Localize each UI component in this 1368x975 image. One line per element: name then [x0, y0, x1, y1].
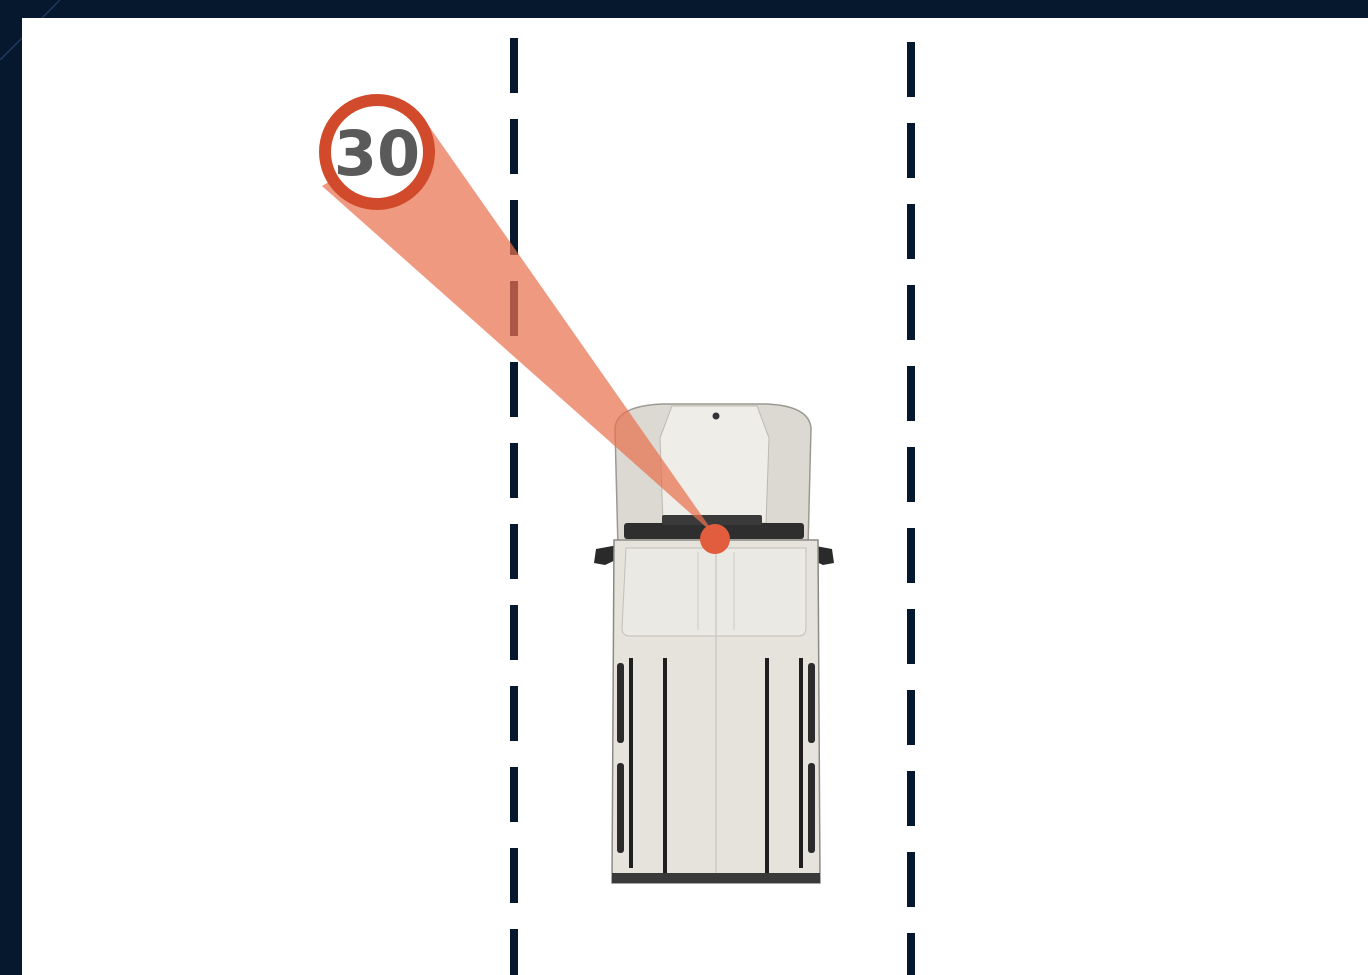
camera-sensor-dot — [700, 524, 730, 554]
speed-limit-value: 30 — [334, 117, 420, 190]
vehicle-top-view — [594, 404, 834, 883]
diagram-canvas: 30 — [22, 18, 1368, 975]
road-diagram: 30 — [22, 18, 1368, 975]
speed-limit-sign: 30 — [319, 94, 435, 210]
